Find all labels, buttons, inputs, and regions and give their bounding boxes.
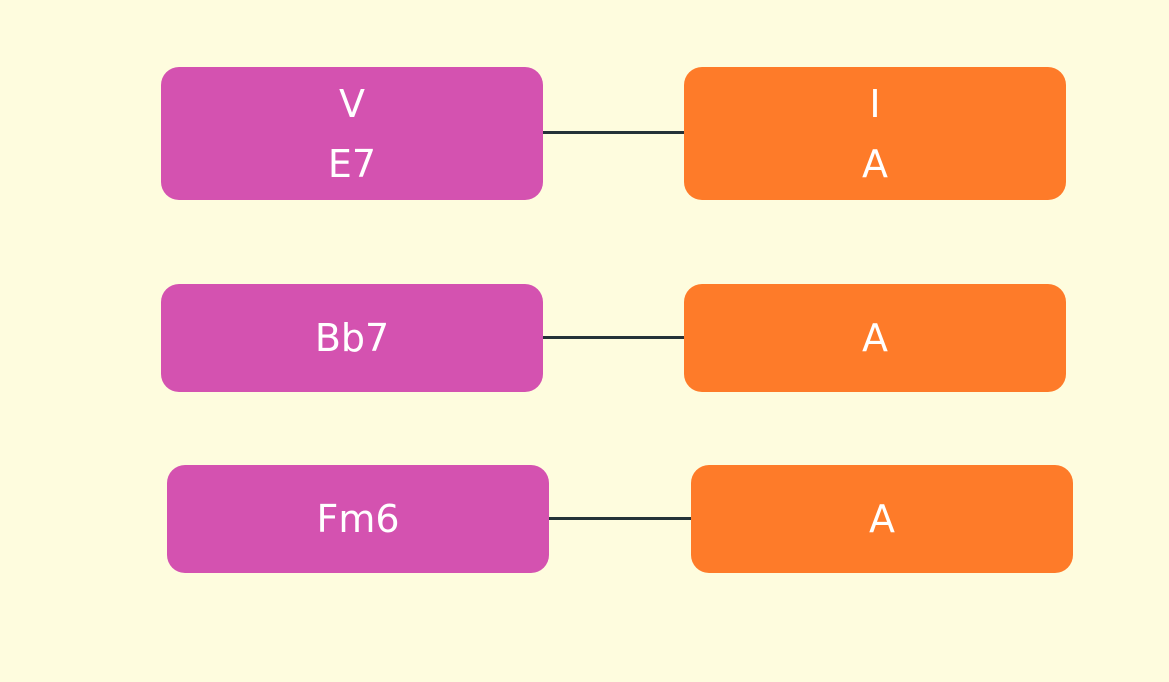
chord-box-left-1: V E7	[161, 67, 543, 200]
chord-name: Bb7	[314, 316, 390, 360]
chord-box-left-3: Fm6	[167, 465, 549, 573]
connector-line-2	[543, 336, 684, 339]
chord-box-right-1: I A	[684, 67, 1066, 200]
chord-name: E7	[327, 141, 377, 186]
chord-name: A	[869, 497, 895, 541]
chord-name: Fm6	[316, 497, 400, 541]
chord-name: A	[862, 316, 888, 360]
chord-box-right-3: A	[691, 465, 1073, 573]
connector-line-3	[549, 517, 691, 520]
chord-name: A	[862, 141, 888, 186]
chord-box-left-2: Bb7	[161, 284, 543, 392]
chord-box-right-2: A	[684, 284, 1066, 392]
chord-roman-numeral: V	[339, 81, 365, 126]
chord-roman-numeral: I	[869, 81, 881, 126]
connector-line-1	[543, 131, 684, 134]
